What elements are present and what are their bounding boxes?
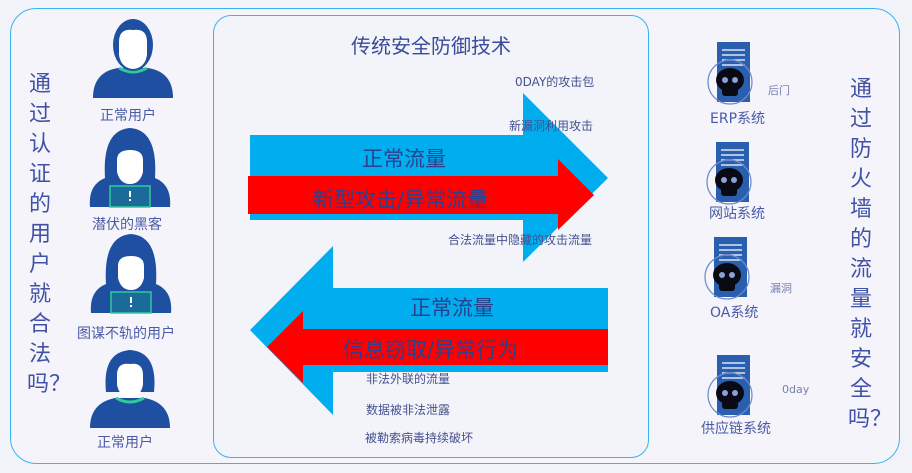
threat-label: 0day — [782, 383, 810, 396]
outbound-attack-arrow — [267, 311, 608, 383]
system-label: OA系统 — [710, 305, 759, 321]
outbound-note: 非法外联的流量 — [366, 372, 451, 386]
system-label: 供应链系统 — [701, 421, 771, 437]
left-question: 通过认证的用户就合法吗？ — [27, 72, 72, 397]
system-label: 网站系统 — [709, 206, 765, 222]
hacker-icon — [90, 234, 172, 314]
inbound-attack-arrow — [248, 159, 594, 230]
inbound-attack-label: 新型攻击/异常流量 — [313, 188, 489, 212]
traditional-defense-panel — [213, 15, 649, 458]
server-skull-icon — [707, 42, 753, 105]
inbound-note: 合法流量中隐藏的攻击流量 — [448, 233, 593, 247]
outbound-normal-label: 正常流量 — [410, 296, 494, 320]
male-user-icon — [93, 19, 173, 98]
system-label: ERP系统 — [710, 111, 766, 127]
center-title: 传统安全防御技术 — [351, 34, 511, 58]
server-skull-icon — [706, 142, 752, 205]
outbound-attack-label: 信息窃取/异常行为 — [343, 338, 519, 362]
inbound-normal-label: 正常流量 — [362, 147, 446, 171]
server-skull-icon — [704, 237, 750, 300]
inbound-note: 新漏洞利用攻击 — [509, 119, 594, 133]
user-label: 潜伏的黑客 — [92, 217, 162, 233]
user-label: 正常用户 — [100, 108, 156, 124]
outbound-note: 数据被非法泄露 — [366, 403, 451, 417]
user-label: 图谋不轨的用户 — [77, 326, 175, 342]
outbound-note: 被勒索病毒持续破坏 — [365, 431, 474, 445]
inbound-note: 0DAY的攻击包 — [515, 75, 595, 89]
female-user-icon — [90, 350, 170, 428]
user-label: 正常用户 — [97, 435, 153, 451]
server-skull-icon — [707, 355, 753, 418]
threat-label: 后门 — [768, 84, 790, 97]
hacker-icon — [89, 128, 171, 208]
threat-label: 漏洞 — [770, 282, 792, 295]
